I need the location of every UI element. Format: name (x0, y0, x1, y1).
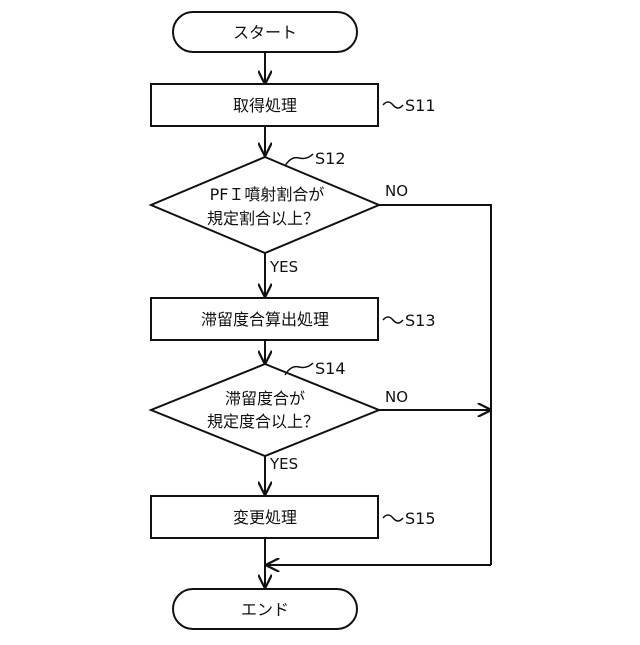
decision-s12: PFＩ噴射割合が 規定割合以上？ (151, 157, 379, 253)
decision-s12-line1: PFＩ噴射割合が (210, 185, 325, 204)
step-leader-s15 (383, 515, 403, 521)
process-s11-label: 取得処理 (233, 96, 297, 115)
step-label-s12: S12 (315, 149, 346, 168)
process-s15-label: 変更処理 (233, 508, 297, 527)
start-terminal: スタート (173, 12, 357, 52)
step-leader-s13 (383, 317, 403, 323)
start-label: スタート (233, 23, 297, 42)
decision-s12-line2: 規定割合以上？ (207, 209, 319, 228)
step-label-s14: S14 (315, 359, 346, 378)
step-label-s11: S11 (405, 96, 436, 115)
process-s13-label: 滞留度合算出処理 (201, 310, 329, 329)
s14-yes-label: YES (269, 455, 298, 473)
end-terminal: エンド (173, 589, 357, 629)
decision-s14-line2: 規定度合以上？ (207, 412, 319, 431)
decision-s14-line1: 滞留度合が (225, 389, 305, 408)
step-label-s13: S13 (405, 311, 436, 330)
step-leader-s12 (285, 154, 313, 166)
process-s11: 取得処理 (151, 84, 378, 126)
process-s13: 滞留度合算出処理 (151, 298, 378, 340)
s14-no-label: NO (385, 388, 408, 406)
step-leader-s11 (383, 102, 403, 108)
step-label-s15: S15 (405, 509, 436, 528)
s12-no-label: NO (385, 182, 408, 200)
end-label: エンド (241, 600, 289, 619)
process-s15: 変更処理 (151, 496, 378, 538)
s12-yes-label: YES (269, 258, 298, 276)
